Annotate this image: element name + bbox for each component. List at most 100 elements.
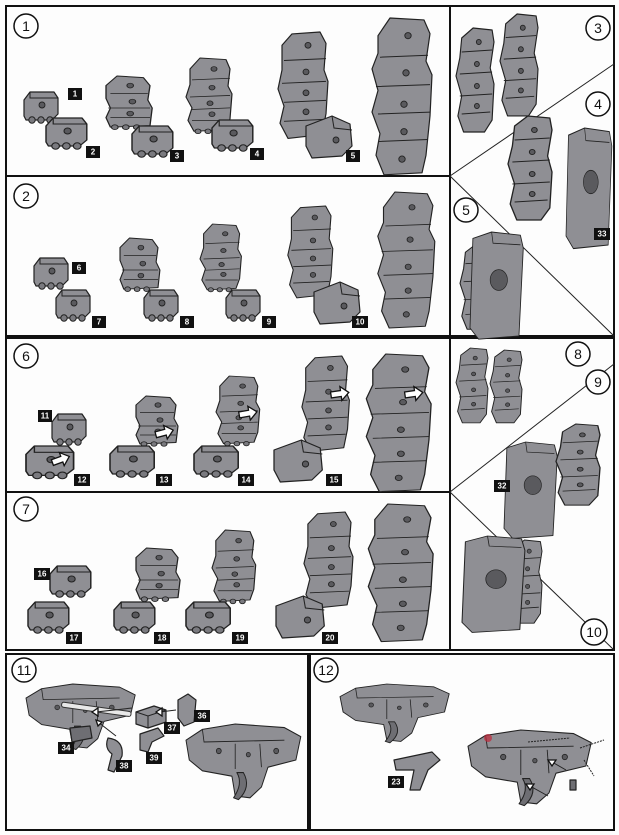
- svg-text:3: 3: [594, 20, 602, 36]
- tag-11: 11: [38, 410, 52, 422]
- svg-text:23: 23: [392, 778, 401, 787]
- step6-part-11: [51, 413, 87, 446]
- step11-part-36: [177, 693, 197, 727]
- step2-stage-8: [119, 237, 179, 322]
- svg-text:33: 33: [598, 230, 607, 239]
- step1-stage-5: [277, 31, 353, 159]
- svg-text:17: 17: [70, 634, 79, 643]
- svg-text:20: 20: [326, 634, 335, 643]
- svg-text:3: 3: [175, 152, 180, 161]
- step-marker-4: 4: [585, 91, 611, 117]
- step-marker-5: 5: [453, 197, 479, 223]
- step9-panel-and-grip: [503, 423, 601, 539]
- step12-springs: [527, 737, 605, 777]
- tag-13: 13: [156, 474, 172, 486]
- svg-text:4: 4: [594, 96, 602, 112]
- tag-16: 16: [34, 568, 50, 580]
- svg-text:11: 11: [17, 662, 32, 678]
- tag-10: 10: [352, 316, 368, 328]
- svg-text:36: 36: [198, 712, 207, 721]
- panel-steps-3-5: [449, 5, 615, 337]
- tag-32: 32: [494, 480, 510, 492]
- step-marker-2: 2: [13, 183, 39, 209]
- svg-text:7: 7: [97, 318, 102, 327]
- step-marker-9: 9: [585, 369, 611, 395]
- step5-panel-on-grip: [459, 231, 524, 340]
- svg-text:10: 10: [356, 318, 365, 327]
- tag-39: 39: [146, 752, 162, 764]
- step2-part-6: [33, 257, 69, 290]
- svg-text:14: 14: [242, 476, 251, 485]
- divider-4-5: [449, 175, 615, 337]
- svg-text:5: 5: [462, 202, 470, 218]
- step2-stage-9: [199, 223, 261, 322]
- tag-12: 12: [74, 474, 90, 486]
- tag-7: 7: [92, 316, 106, 328]
- svg-text:6: 6: [22, 348, 30, 364]
- step8-grip-halves: [455, 347, 523, 424]
- step-marker-1: 1: [13, 13, 39, 39]
- step12-arrows: [524, 759, 567, 797]
- red-mark: [484, 734, 492, 742]
- step2-part-7: [55, 289, 91, 322]
- step-marker-11: 11: [11, 657, 37, 683]
- tag-19: 19: [232, 632, 248, 644]
- tag-34: 34: [58, 742, 74, 754]
- tag-5: 5: [346, 150, 360, 162]
- panel-steps-8-10: [449, 337, 615, 651]
- tag-8: 8: [180, 316, 194, 328]
- step7-stage-19: [185, 529, 257, 634]
- svg-text:5: 5: [351, 152, 356, 161]
- step11-part-34: [69, 725, 93, 743]
- step-marker-12: 12: [313, 657, 339, 683]
- svg-text:9: 9: [594, 374, 602, 390]
- tag-18: 18: [154, 632, 170, 644]
- svg-text:37: 37: [168, 724, 177, 733]
- svg-text:12: 12: [318, 662, 334, 678]
- svg-text:15: 15: [330, 476, 339, 485]
- step12-small-part: [569, 779, 577, 791]
- step7-assembled-grip: [367, 503, 434, 643]
- tag-38: 38: [116, 760, 132, 772]
- tag-6: 6: [72, 262, 86, 274]
- tag-20: 20: [322, 632, 338, 644]
- step2-stage-10: [287, 205, 361, 325]
- svg-text:7: 7: [22, 501, 30, 517]
- step1-stage-4: [185, 57, 254, 152]
- svg-text:6: 6: [77, 264, 82, 273]
- svg-text:8: 8: [185, 318, 190, 327]
- svg-text:39: 39: [150, 754, 159, 763]
- svg-text:34: 34: [62, 744, 71, 753]
- tag-33: 33: [594, 228, 610, 240]
- svg-text:11: 11: [41, 412, 50, 421]
- tag-4: 4: [250, 148, 264, 160]
- step11-assembled: [185, 723, 302, 801]
- step1-stage-3: [105, 75, 174, 158]
- svg-text:10: 10: [586, 624, 602, 640]
- step1-assembled-grip: [371, 17, 433, 176]
- step3-grip-halves: [455, 13, 539, 133]
- tag-3: 3: [170, 150, 184, 162]
- svg-text:9: 9: [267, 318, 272, 327]
- svg-text:4: 4: [255, 150, 260, 159]
- tag-17: 17: [66, 632, 82, 644]
- tag-9: 9: [262, 316, 276, 328]
- tag-1: 1: [68, 88, 82, 100]
- step6-stage-15: [273, 355, 350, 483]
- step-marker-10: 10: [580, 618, 608, 646]
- tag-23: 23: [388, 776, 404, 788]
- step6-stage-14: [193, 375, 261, 478]
- svg-text:16: 16: [38, 570, 47, 579]
- svg-text:19: 19: [236, 634, 245, 643]
- step10-panel-on-grip: [461, 535, 543, 633]
- svg-text:2: 2: [91, 148, 96, 157]
- step11-part-39: [139, 727, 165, 753]
- step-marker-3: 3: [585, 15, 611, 41]
- svg-text:8: 8: [574, 346, 582, 362]
- tag-14: 14: [238, 474, 254, 486]
- step-marker-6: 6: [13, 343, 39, 369]
- svg-text:38: 38: [120, 762, 129, 771]
- step-marker-7: 7: [13, 496, 39, 522]
